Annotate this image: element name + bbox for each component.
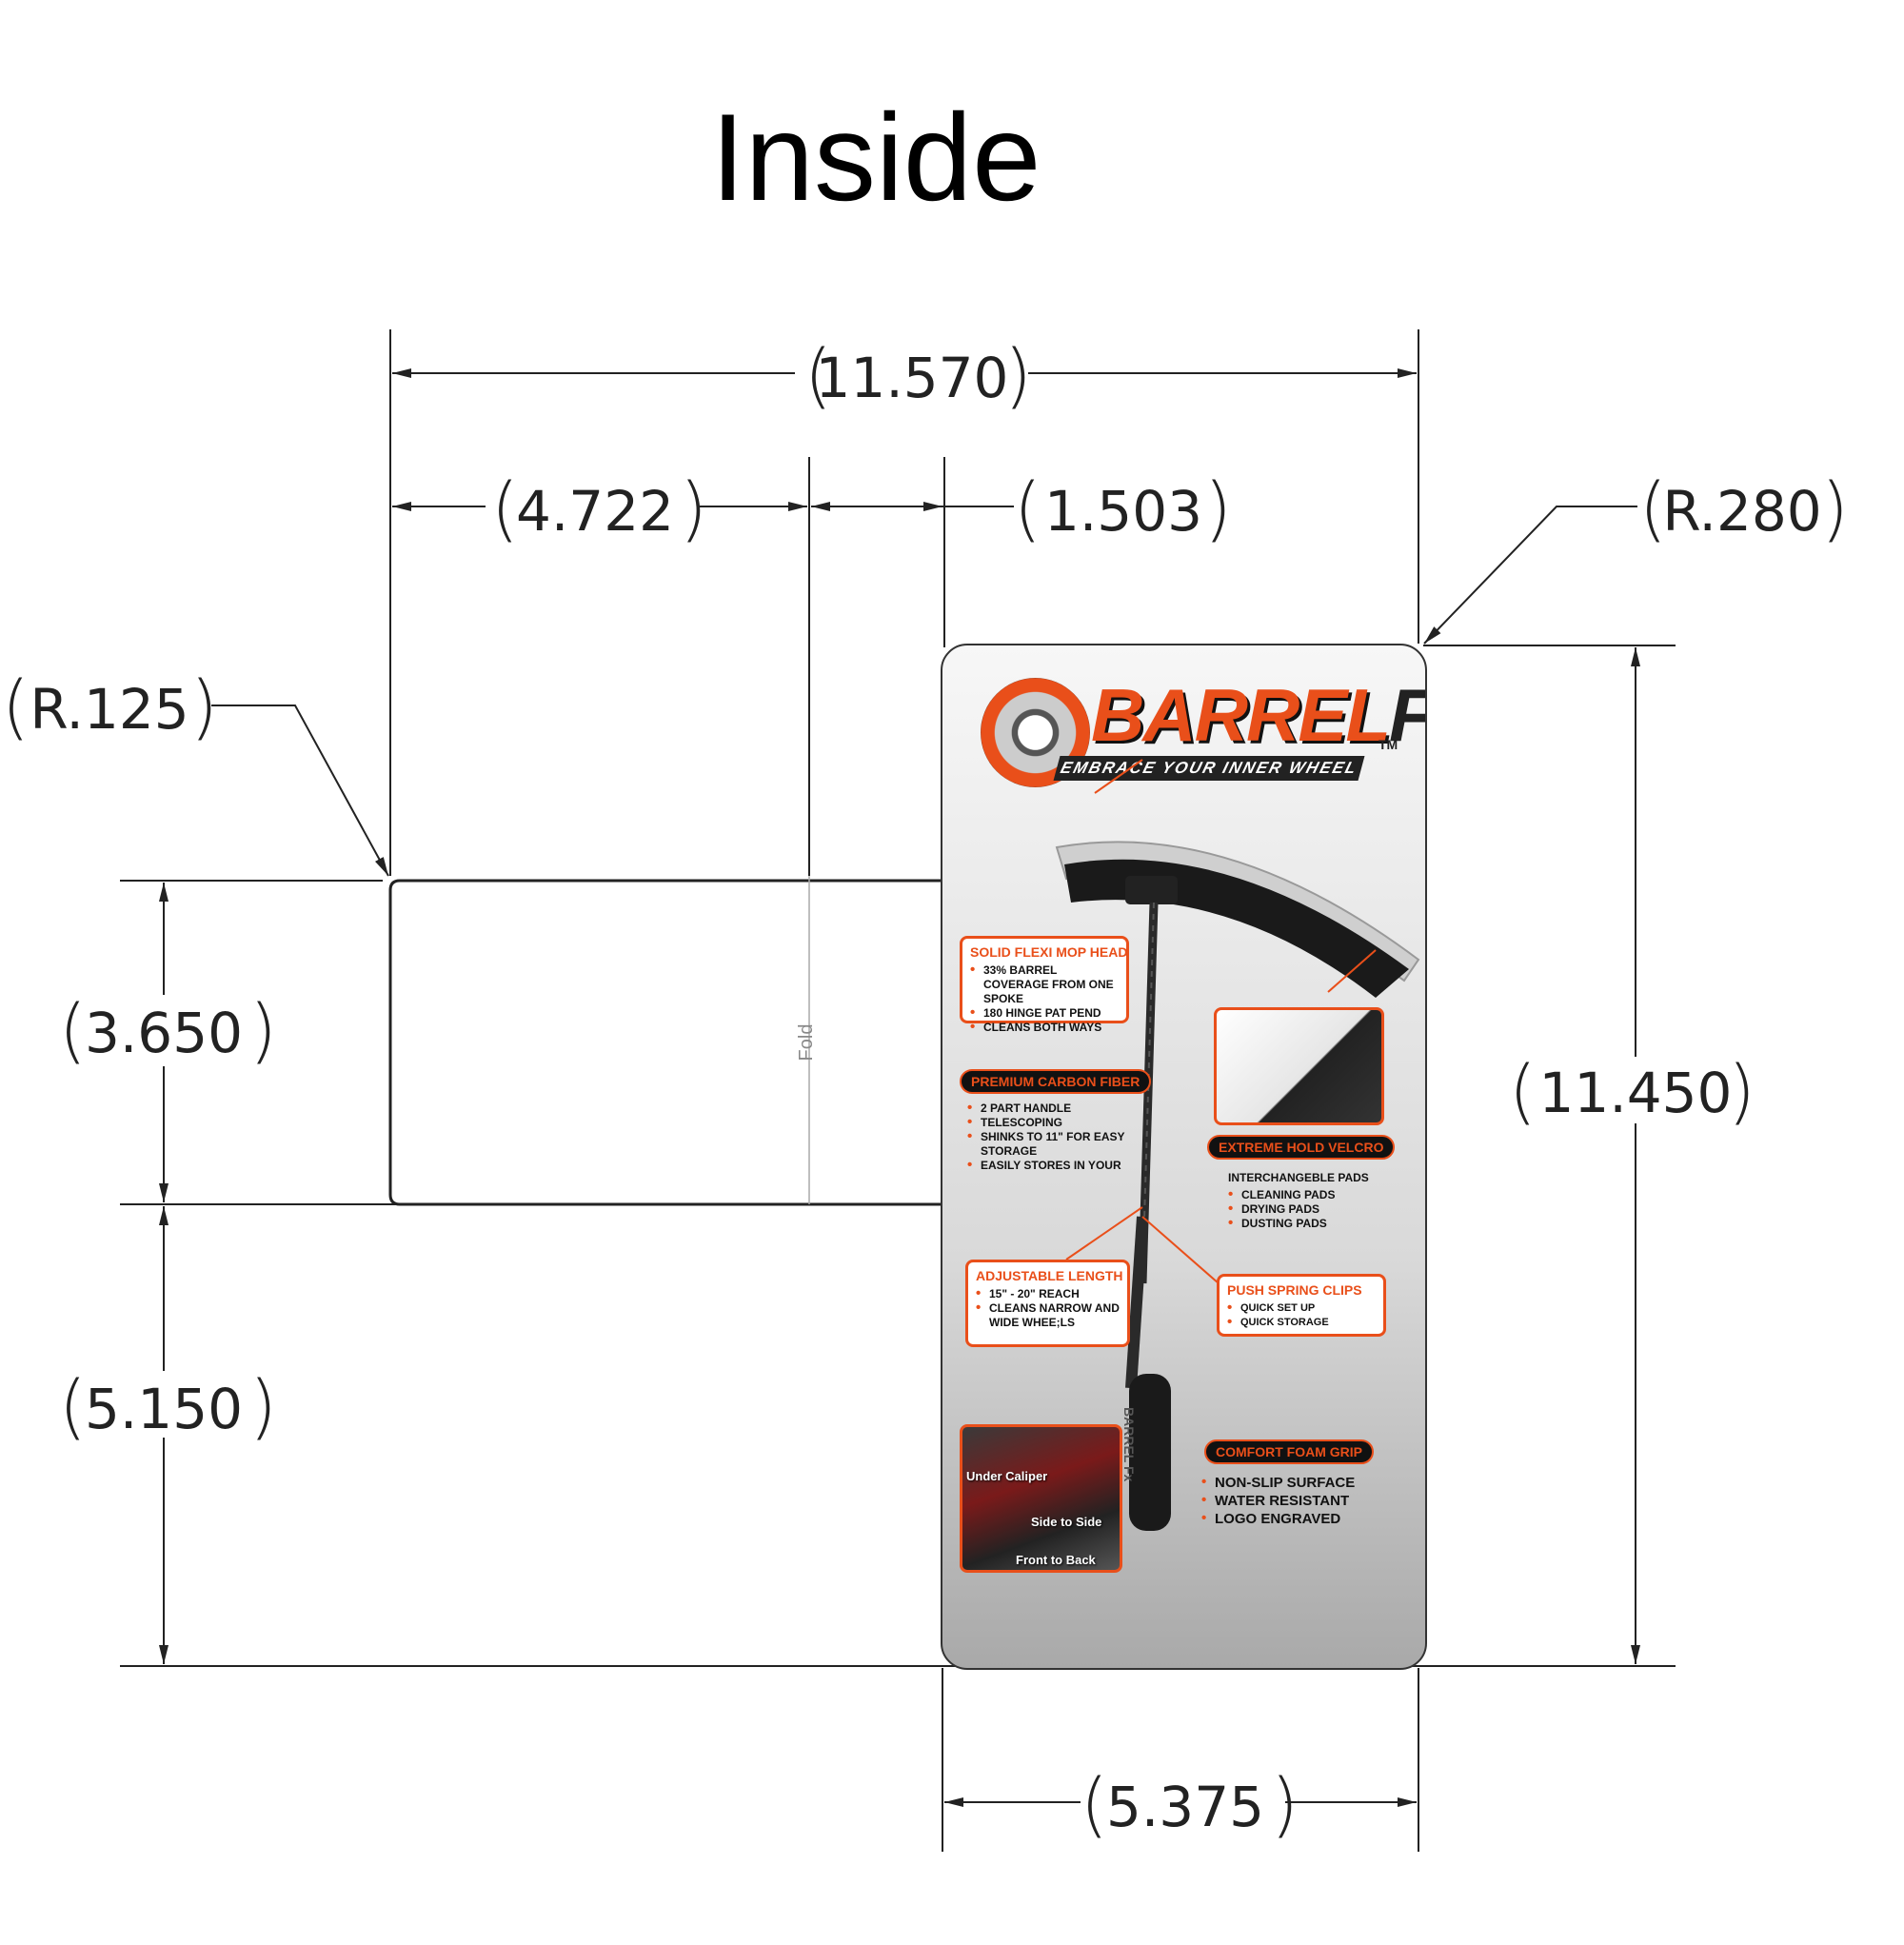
svg-text:(: ( [59, 1366, 87, 1448]
dim-flap-height: 3.650 [85, 1001, 243, 1065]
svg-text:): ) [680, 468, 707, 550]
panel-outline [388, 879, 942, 1206]
dim-corner-radius-inner: R.125 [30, 677, 188, 742]
svg-text:(: ( [1509, 1051, 1537, 1133]
velcro-pill: EXTREME HOLD VELCRO [1207, 1135, 1396, 1160]
velcro-list: INTERCHANGEBLE PADS CLEANING PADS DRYING… [1228, 1171, 1369, 1231]
velcro-pad-photo [1214, 1007, 1384, 1125]
carbon-fiber-list: 2 PART HANDLE TELESCOPING SHINKS TO 11" … [967, 1101, 1134, 1173]
svg-text:): ) [1204, 468, 1232, 550]
foam-grip-list: NON-SLIP SURFACE WATER RESISTANT LOGO EN… [1201, 1473, 1355, 1528]
dim-fold-gap: 1.503 [1044, 479, 1202, 544]
svg-text:(: ( [804, 335, 832, 417]
leader-r125 [211, 705, 389, 877]
mop-tool-illustration [1055, 759, 1420, 1531]
svg-text:): ) [1821, 468, 1849, 550]
extension-lines [120, 329, 1676, 1852]
svg-text:): ) [249, 1366, 277, 1448]
svg-text:): ) [249, 990, 277, 1072]
svg-text:(: ( [491, 468, 519, 550]
dim-card-width: 5.375 [1106, 1775, 1264, 1839]
dim-lower-height: 5.150 [85, 1377, 243, 1441]
page-title: Inside [711, 88, 1041, 227]
spring-clips-box: PUSH SPRING CLIPS QUICK SET UP QUICK STO… [1217, 1274, 1386, 1337]
usage-photo: Under Caliper Side to Side Front to Back [960, 1424, 1122, 1573]
svg-text:): ) [1728, 1051, 1755, 1133]
svg-text:(: ( [1081, 1764, 1108, 1846]
mop-head-box: SOLID FLEXI MOP HEAD 33% BARREL COVERAGE… [960, 936, 1129, 1034]
dim-left-panel-width: 4.722 [516, 479, 674, 544]
dim-card-height: 11.450 [1539, 1061, 1733, 1125]
callout-line [1094, 759, 1143, 794]
svg-text:(: ( [59, 990, 87, 1072]
svg-text:): ) [190, 666, 218, 748]
svg-text:(: ( [1014, 468, 1041, 550]
grip-logo: BARREL Fx [1121, 1407, 1137, 1482]
adjustable-length-box: ADJUSTABLE LENGTH 15" - 20" REACH CLEANS… [965, 1260, 1130, 1347]
dim-total-width: 11.570 [816, 346, 1009, 410]
svg-text:(: ( [1639, 468, 1667, 550]
foam-grip-pill: COMFORT FOAM GRIP [1204, 1439, 1374, 1464]
fold-label: Fold [796, 1024, 817, 1062]
trademark: TM [1378, 737, 1398, 752]
carbon-fiber-pill: PREMIUM CARBON FIBER [960, 1069, 1152, 1094]
svg-text:): ) [1271, 1764, 1299, 1846]
svg-text:(: ( [2, 666, 30, 748]
leader-r280 [1423, 506, 1637, 645]
svg-text:): ) [1004, 335, 1032, 417]
dim-corner-radius-outer: R.280 [1662, 479, 1821, 544]
